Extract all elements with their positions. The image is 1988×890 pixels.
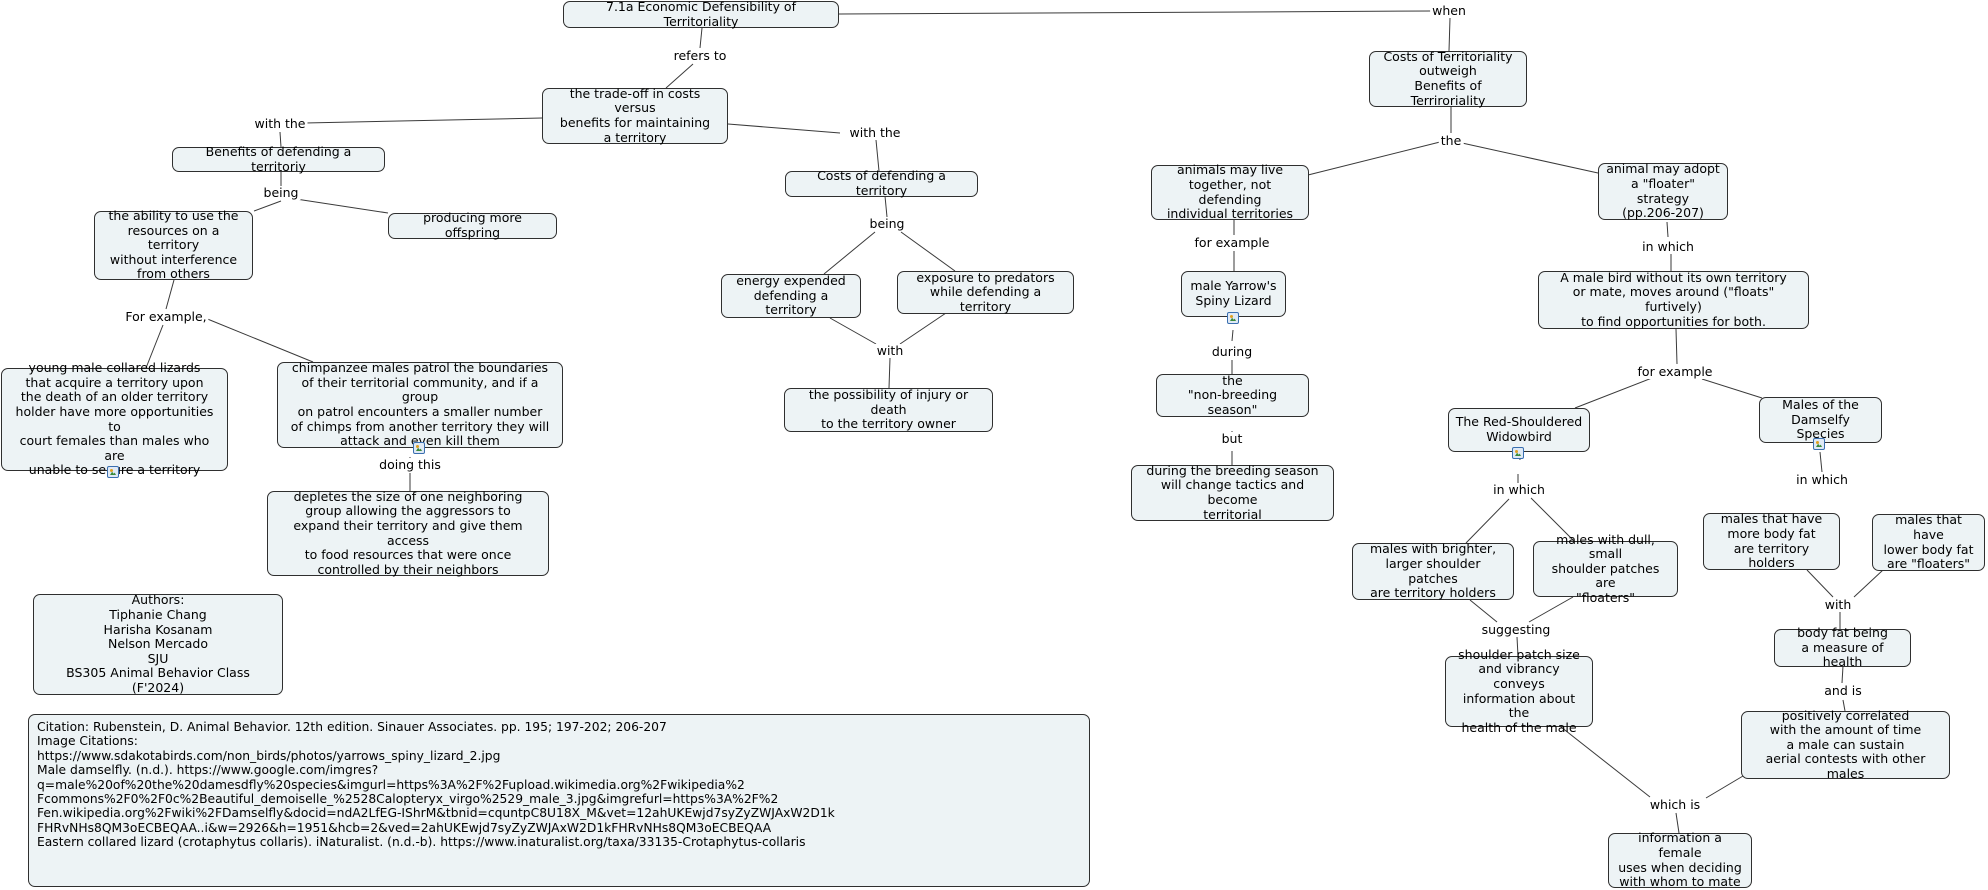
image-icon[interactable] xyxy=(1512,447,1524,459)
node-title[interactable]: 7.1a Economic Defensibility of Territori… xyxy=(563,0,839,28)
link-label-refers-to: refers to xyxy=(671,48,729,63)
node-offspring[interactable]: producing more offspring xyxy=(388,211,557,240)
image-icon[interactable] xyxy=(1813,438,1825,450)
link-label-during: during xyxy=(1209,344,1255,359)
node-lizards[interactable]: young male collared lizards that acquire… xyxy=(1,360,228,477)
link-label-doing-this: doing this xyxy=(377,457,443,472)
node-energy[interactable]: energy expended defending a territory xyxy=(721,273,861,318)
node-citation[interactable]: Citation: Rubenstein, D. Animal Behavior… xyxy=(28,714,1090,887)
image-icon[interactable] xyxy=(1227,312,1239,324)
node-female[interactable]: information a female uses when deciding … xyxy=(1608,831,1752,889)
link-label-for-example: for example xyxy=(1192,235,1272,250)
node-injury[interactable]: the possibility of injury or death to th… xyxy=(784,387,993,432)
node-damselfy[interactable]: Males of the Damselfy Species xyxy=(1759,397,1882,443)
node-predators[interactable]: exposure to predators while defending a … xyxy=(897,270,1074,314)
node-morefat[interactable]: males that have more body fat are territ… xyxy=(1703,512,1840,570)
node-nonbreeding[interactable]: the "non-breeding season" xyxy=(1156,373,1309,417)
link-label-for-example: for example xyxy=(1635,364,1715,379)
link-label-in-which: in which xyxy=(1794,472,1850,487)
node-costs-outweigh[interactable]: Costs of Territoriality outweigh Benefit… xyxy=(1369,49,1527,107)
node-bodyfat[interactable]: body fat being a measure of health xyxy=(1774,625,1911,669)
link-label-being: being xyxy=(261,185,301,200)
node-authors[interactable]: Authors: Tiphanie Chang Harisha Kosanam … xyxy=(33,593,283,695)
node-correlated[interactable]: positively correlated with the amount of… xyxy=(1741,708,1950,781)
link-label-with: with xyxy=(1822,597,1854,612)
image-icon[interactable] xyxy=(413,442,425,454)
link-label-with-the: with the xyxy=(847,125,903,140)
node-lowerfat[interactable]: males that have lower body fat are "floa… xyxy=(1872,513,1985,571)
node-malebird[interactable]: A male bird without its own territory or… xyxy=(1538,270,1809,329)
link-label-with: with xyxy=(874,343,906,358)
node-yarrow[interactable]: male Yarrow's Spiny Lizard xyxy=(1181,271,1286,317)
node-benefits[interactable]: Benefits of defending a territoriy xyxy=(172,144,385,173)
node-ability[interactable]: the ability to use the resources on a te… xyxy=(94,208,253,281)
link-label-but: but xyxy=(1219,431,1245,446)
link-label-and-is: and is xyxy=(1822,683,1864,698)
node-costs-defending[interactable]: Costs of defending a territory xyxy=(785,169,978,198)
link-label-the: the xyxy=(1438,133,1464,148)
link-label-suggesting: suggesting xyxy=(1479,622,1553,637)
link-label-with-the: with the xyxy=(252,116,308,131)
node-tradeoff[interactable]: the trade-off in costs versus benefits f… xyxy=(542,86,728,144)
link-label-which-is: which is xyxy=(1647,797,1703,812)
image-icon[interactable] xyxy=(107,466,119,478)
node-chimps[interactable]: chimpanzee males patrol the boundaries o… xyxy=(277,360,563,448)
node-widowbird[interactable]: The Red-Shouldered Widowbird xyxy=(1448,408,1590,452)
node-shoulder[interactable]: shoulder patch size and vibrancy conveys… xyxy=(1445,647,1593,734)
link-label-in-which: in which xyxy=(1491,482,1547,497)
node-live-together[interactable]: animals may live together, not defending… xyxy=(1151,163,1309,221)
node-brighter[interactable]: males with brighter, larger shoulder pat… xyxy=(1352,542,1514,600)
link-label-being: being xyxy=(867,216,907,231)
link-label-for-example: For example, xyxy=(123,309,209,324)
link-label-in-which: in which xyxy=(1640,239,1696,254)
node-floater[interactable]: animal may adopt a "floater" strategy (p… xyxy=(1598,162,1728,220)
link-label-when: when xyxy=(1430,3,1468,18)
node-dull[interactable]: males with dull, small shoulder patches … xyxy=(1533,532,1678,605)
node-depletes[interactable]: depletes the size of one neighboring gro… xyxy=(267,489,549,576)
node-breeding[interactable]: during the breeding season will change t… xyxy=(1131,463,1334,521)
